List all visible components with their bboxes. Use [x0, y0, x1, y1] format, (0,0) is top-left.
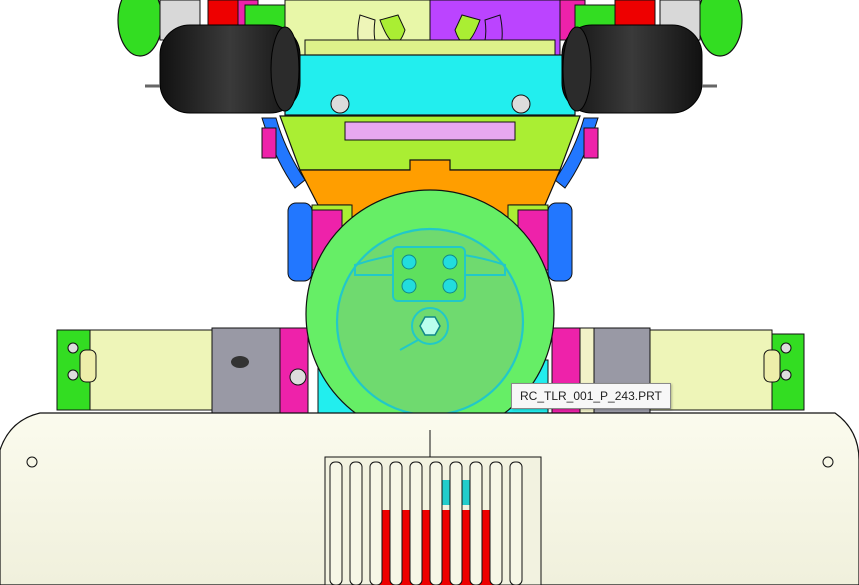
right-tire[interactable] — [561, 24, 703, 114]
cream-shell[interactable] — [0, 412, 859, 585]
right-rail-screw-top — [780, 342, 792, 354]
disc-bolt-2[interactable] — [442, 254, 458, 270]
part-name-tooltip: RC_TLR_001_P_243.PRT — [511, 383, 671, 409]
shell-screw-left — [26, 456, 38, 468]
left-rail-screw-bottom — [67, 369, 79, 381]
left-post-bolt[interactable] — [289, 368, 307, 386]
left-gray-hole — [231, 356, 249, 368]
disc-center-nut[interactable] — [419, 316, 441, 336]
cyan-bar-bolt-left[interactable] — [330, 94, 350, 114]
disc-bolt-3[interactable] — [401, 278, 417, 294]
right-rail-screw-bottom — [780, 369, 792, 381]
cyan-bar[interactable] — [284, 54, 576, 116]
vent-slats — [329, 461, 523, 585]
right-tire-face — [562, 26, 592, 112]
right-magenta-post[interactable] — [551, 327, 581, 429]
disc-mark-line — [399, 339, 419, 351]
left-rail-screw-top — [67, 342, 79, 354]
disc-bolt-plate[interactable] — [392, 246, 466, 302]
top-assembly[interactable] — [117, 0, 743, 116]
left-blue-pulley[interactable] — [287, 202, 313, 282]
left-outer-wheel[interactable] — [117, 0, 163, 57]
right-magenta-tab[interactable] — [583, 127, 599, 159]
selected-green-disc[interactable] — [305, 189, 555, 439]
left-rail[interactable] — [89, 329, 213, 411]
right-blue-pulley[interactable] — [547, 202, 573, 282]
left-rail-cylinder[interactable] — [79, 349, 97, 383]
cyan-bar-bolt-right[interactable] — [511, 94, 531, 114]
disc-bolt-4[interactable] — [442, 278, 458, 294]
left-magenta-tab[interactable] — [261, 127, 277, 159]
lavender-slot — [344, 121, 516, 141]
left-tire-face — [270, 26, 300, 112]
right-rail-cylinder[interactable] — [763, 349, 781, 383]
left-tire[interactable] — [159, 24, 301, 114]
shell-screw-right — [822, 456, 834, 468]
right-outer-wheel[interactable] — [697, 0, 743, 57]
disc-bolt-1[interactable] — [401, 254, 417, 270]
